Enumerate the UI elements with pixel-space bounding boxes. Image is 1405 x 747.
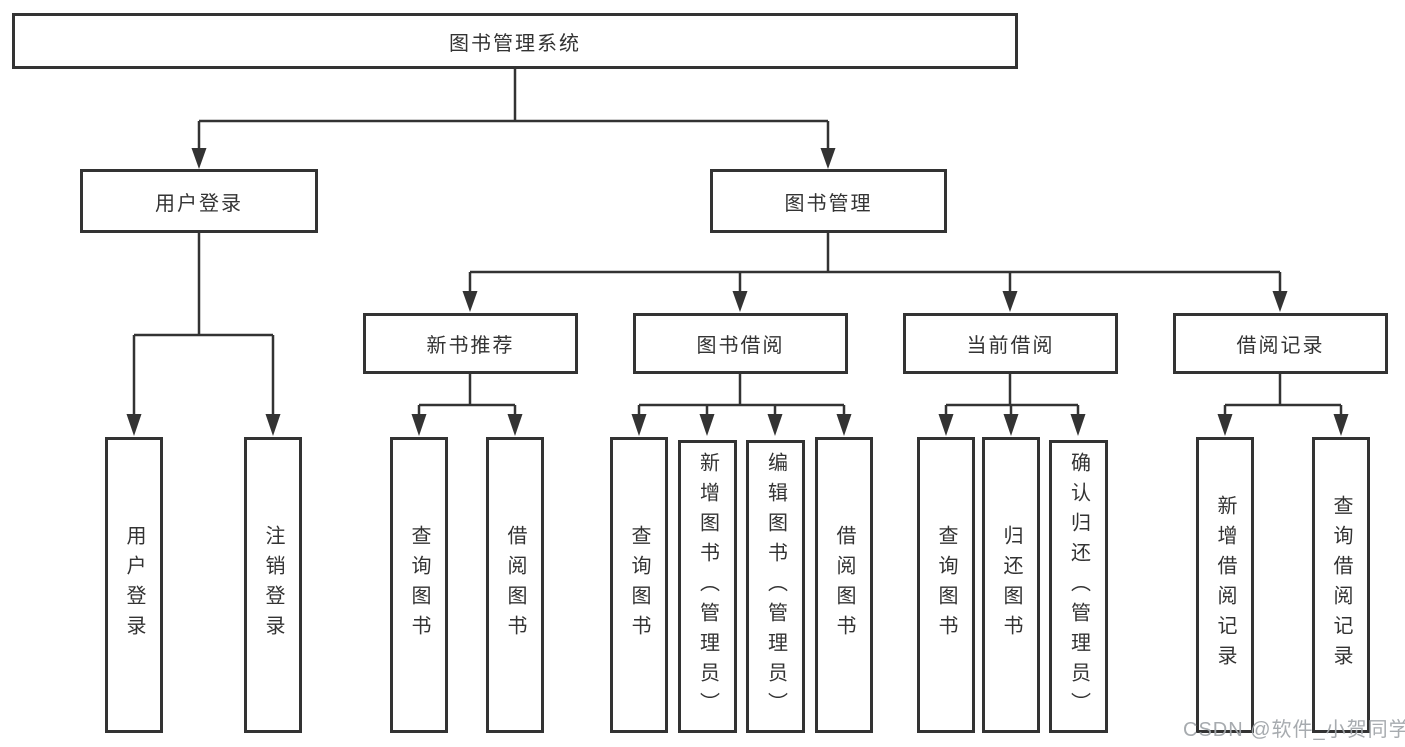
arrowhead [1272, 291, 1288, 312]
leaf-label: 用户登录 [123, 525, 145, 645]
arrowhead [938, 414, 954, 436]
node-borrow-records: 借阅记录 [1173, 313, 1388, 374]
leaf-label: 归还图书 [1000, 525, 1022, 645]
node-root: 图书管理系统 [12, 13, 1018, 69]
leaf-label: 查询图书 [935, 525, 957, 645]
leaf-label: 新增借阅记录 [1214, 495, 1236, 675]
arrowhead [1333, 414, 1349, 436]
leaf-query-books-2: 查询图书 [610, 437, 668, 733]
arrowhead [732, 291, 748, 312]
node-user-login: 用户登录 [80, 169, 318, 233]
arrowhead [836, 414, 852, 436]
edge-line [132, 233, 275, 416]
edge-current-borrow-to-children [938, 374, 1086, 436]
leaf-label: 借阅图书 [833, 525, 855, 645]
leaf-label: 注销登录 [262, 525, 284, 645]
edge-user-login-to-children [126, 233, 281, 436]
edge-root-to-level2 [191, 68, 836, 169]
arrowhead [507, 414, 523, 436]
arrowhead [1002, 291, 1018, 312]
leaf-add-book-admin: 新增图书（管理员） [678, 440, 737, 733]
edge-line [197, 68, 830, 150]
arrowhead [126, 414, 142, 436]
leaf-user-login: 用户登录 [105, 437, 163, 733]
node-label: 借阅记录 [1236, 335, 1325, 357]
leaf-edit-book-admin: 编辑图书（管理员） [746, 440, 805, 733]
node-label: 图书管理 [784, 192, 873, 215]
arrowhead [265, 414, 281, 436]
edge-line [1223, 374, 1343, 416]
arrowhead [1217, 414, 1233, 436]
leaf-logout: 注销登录 [244, 437, 302, 733]
arrowhead [767, 414, 783, 436]
arrowhead [1003, 414, 1019, 436]
node-new-book-recommend: 新书推荐 [363, 313, 578, 374]
node-label: 当前借阅 [966, 335, 1055, 357]
arrowhead [462, 291, 478, 312]
leaf-query-books-1: 查询图书 [390, 437, 448, 733]
arrowhead [820, 148, 836, 169]
leaf-label: 查询图书 [408, 525, 430, 645]
edge-line [944, 374, 1080, 416]
arrowhead [631, 414, 647, 436]
arrowhead [699, 414, 715, 436]
leaf-label: 借阅图书 [504, 525, 526, 645]
node-book-management: 图书管理 [710, 169, 947, 233]
leaf-label: 查询借阅记录 [1330, 495, 1352, 675]
edge-borrow-record-to-children [1217, 374, 1349, 436]
leaf-label: 查询图书 [628, 525, 650, 645]
edge-new-book-rec-to-children [411, 374, 523, 436]
arrowhead [1070, 414, 1086, 436]
leaf-add-borrow-record: 新增借阅记录 [1196, 437, 1254, 733]
leaf-return-book: 归还图书 [982, 437, 1040, 733]
node-book-borrow: 图书借阅 [633, 313, 848, 374]
node-label: 新书推荐 [426, 335, 515, 357]
leaf-query-borrow-record: 查询借阅记录 [1312, 437, 1370, 733]
csdn-watermark: CSDN @软件_小贺同学 [1183, 719, 1405, 741]
node-current-borrow: 当前借阅 [903, 313, 1118, 374]
node-root-label: 图书管理系统 [449, 32, 581, 55]
edge-book-mgmt-to-level3 [462, 233, 1288, 312]
leaf-query-books-3: 查询图书 [917, 437, 975, 733]
node-label: 用户登录 [155, 192, 243, 215]
edge-line [417, 374, 517, 416]
arrowhead [411, 414, 427, 436]
edge-line [637, 374, 846, 416]
leaf-label: 确认归还（管理员） [1067, 451, 1090, 722]
node-label: 图书借阅 [696, 335, 785, 357]
leaf-label: 编辑图书（管理员） [764, 451, 787, 722]
leaf-borrow-books-2: 借阅图书 [815, 437, 873, 733]
edge-line [468, 233, 1282, 293]
leaf-borrow-books-1: 借阅图书 [486, 437, 544, 733]
edge-book-borrow-to-children [631, 374, 852, 436]
leaf-confirm-return-admin: 确认归还（管理员） [1049, 440, 1108, 733]
arrowhead [191, 148, 207, 169]
leaf-label: 新增图书（管理员） [696, 451, 719, 722]
